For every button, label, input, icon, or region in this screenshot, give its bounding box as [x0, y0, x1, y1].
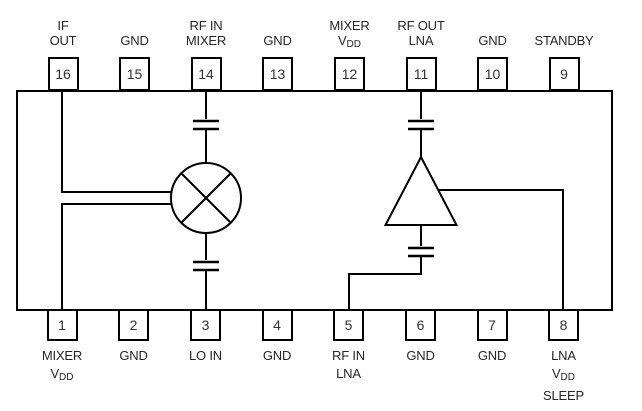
pin-1-box: 1 [46, 309, 78, 341]
pin-10-label-text: GND [478, 33, 507, 48]
pin-12-label-text: V [338, 33, 347, 48]
pin-14-number: 14 [198, 66, 214, 82]
pin-16-label-text: OUT [49, 33, 77, 48]
pin-4-box: 4 [261, 309, 293, 341]
pin-16-label-text: IF [57, 18, 69, 33]
pin-1-label-text: V [50, 366, 60, 381]
pin-9-label-text: STANDBY [534, 33, 594, 48]
pin-11-box: 11 [405, 57, 437, 91]
pin-11-number: 11 [413, 66, 429, 82]
pin-7-label: GND [446, 347, 538, 365]
pin-14-box: 14 [190, 57, 222, 91]
pin-11-label-text: LNA [408, 33, 434, 48]
pin-7-number: 7 [488, 317, 496, 333]
lo-in-capacitor [193, 260, 219, 272]
pin-10-label: GND [447, 33, 539, 48]
pin-12-label-text: DD [346, 39, 361, 50]
pin-2-label-text: GND [119, 348, 148, 363]
pin-8-label: LNA VDD SLEEP [518, 347, 610, 405]
pin-2-label: GND [88, 347, 180, 365]
pin-4-number: 4 [273, 317, 281, 333]
pin-8-label-text: LNA [551, 348, 576, 363]
pin-15-box: 15 [119, 57, 150, 91]
pin-11-label-text: RF OUT [397, 18, 445, 33]
pin-1-number: 1 [58, 317, 66, 333]
pin-7-box: 7 [476, 309, 508, 341]
mixer-symbol [170, 162, 242, 234]
pin-15-label: GND [89, 33, 181, 48]
pin-14-label-text: RF IN [189, 18, 223, 33]
pin-12-number: 12 [341, 66, 358, 82]
pin-6-label-text: GND [406, 348, 435, 363]
pin-7-label-text: GND [477, 348, 507, 363]
pin-3-number: 3 [201, 317, 210, 333]
pin-3-label: LO IN [160, 347, 252, 365]
pin-13-label: GND [232, 33, 324, 48]
pin-16-number: 16 [55, 66, 71, 82]
pin-5-label: RF IN LNA [303, 347, 395, 383]
pin-8-label-text: DD [560, 372, 575, 383]
pin-16-box: 16 [47, 57, 79, 91]
pin-12-box: 12 [334, 57, 365, 91]
lna-output-capacitor [408, 119, 434, 131]
pin-5-label-text: RF IN [332, 348, 365, 363]
pin-5-number: 5 [344, 317, 353, 333]
pin-12-label-text: MIXER [329, 18, 370, 33]
pin-9-label: STANDBY [518, 33, 610, 48]
pin-14-label-text: MIXER [185, 33, 227, 48]
pin-9-box: 9 [548, 57, 580, 91]
pin-6-number: 6 [416, 317, 425, 333]
pin-8-box: 8 [548, 309, 579, 341]
pin-13-number: 13 [269, 66, 286, 82]
pin-2-box: 2 [118, 309, 149, 341]
pin-8-label-text: V [552, 366, 561, 381]
pin-9-number: 9 [560, 66, 568, 82]
pin-8-number: 8 [559, 317, 568, 333]
pin-3-label-text: LO IN [189, 348, 222, 363]
lna-vdd-sleep-wire [438, 189, 564, 310]
pin-4-label-text: GND [262, 348, 292, 363]
pin-2-number: 2 [129, 317, 138, 333]
pin-15-number: 15 [126, 66, 143, 82]
pin-8-label-text: SLEEP [543, 388, 584, 403]
lna-input-capacitor [408, 246, 434, 258]
if-out-wire [61, 90, 172, 193]
mixer-vdd-wire [61, 203, 172, 310]
pin-5-box: 5 [333, 309, 364, 341]
pin-3-box: 3 [190, 309, 221, 341]
pin-1-label: MIXER VDD [16, 347, 108, 387]
mixer-input-capacitor [193, 119, 219, 131]
pin-5-label-text: LNA [336, 366, 361, 381]
ic-body [16, 90, 613, 311]
pin-1-label-text: DD [59, 372, 74, 383]
pin-10-number: 10 [484, 66, 501, 82]
pin-13-label-text: GND [263, 33, 292, 48]
pin-13-box: 13 [262, 57, 293, 91]
rf-in-lna-wire [348, 257, 422, 310]
pin-4-label: GND [231, 347, 323, 365]
pin-6-label: GND [375, 347, 467, 365]
pin-10-box: 10 [477, 57, 508, 91]
pin-6-box: 6 [405, 309, 436, 341]
pin-1-label-text: MIXER [41, 348, 83, 363]
pin-15-label-text: GND [120, 33, 149, 48]
